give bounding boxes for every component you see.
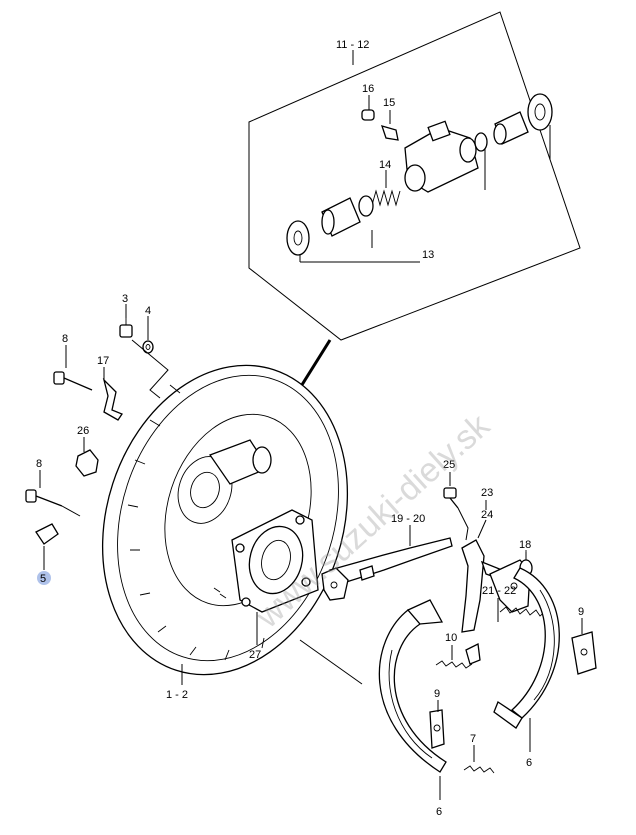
callout-14: 14 xyxy=(379,159,391,171)
bolt-8-lower[interactable] xyxy=(25,489,63,507)
plug-5[interactable] xyxy=(35,523,59,545)
brake-shoe-left[interactable] xyxy=(378,599,447,773)
callout-16: 16 xyxy=(362,83,374,95)
return-spring[interactable] xyxy=(499,606,547,617)
washer-4[interactable] xyxy=(142,340,154,354)
callout-27: 27 xyxy=(249,649,261,661)
wheel-cylinder-box xyxy=(248,11,581,341)
callout-15: 15 xyxy=(383,97,395,109)
bracket-17[interactable] xyxy=(102,377,123,421)
pin-25[interactable] xyxy=(443,487,459,509)
cylinder-boot-right[interactable] xyxy=(474,93,553,152)
cylinder-spring[interactable] xyxy=(371,189,401,207)
callout-5-highlight xyxy=(37,571,51,585)
callout-1-2: 1 - 2 xyxy=(166,689,188,701)
callout-17: 17 xyxy=(97,355,109,367)
callout-5: 5 xyxy=(40,573,46,585)
parking-strut[interactable] xyxy=(321,537,453,601)
callout-23: 23 xyxy=(481,487,493,499)
callout-8-upper: 8 xyxy=(62,333,68,345)
callout-18: 18 xyxy=(519,539,531,551)
cylinder-boot-left[interactable] xyxy=(286,195,374,256)
callout-26: 26 xyxy=(77,425,89,437)
wheel-cylinder-body[interactable] xyxy=(404,120,479,193)
hub-flange[interactable] xyxy=(213,509,319,613)
bleeder-screw[interactable] xyxy=(380,125,399,141)
bleeder-cap[interactable] xyxy=(361,109,375,121)
bolt-8-upper[interactable] xyxy=(53,371,93,391)
callout-13: 13 xyxy=(422,249,434,261)
bolt-3[interactable] xyxy=(119,318,133,338)
spring-7[interactable] xyxy=(463,765,495,774)
callout-7: 7 xyxy=(470,733,476,745)
callout-25: 25 xyxy=(443,459,455,471)
nut-26[interactable] xyxy=(75,449,99,477)
callout-8-lower: 8 xyxy=(36,458,42,470)
callout-10: 10 xyxy=(445,632,457,644)
callout-21-22: 21 - 22 xyxy=(482,585,516,597)
callout-9-right: 9 xyxy=(578,606,584,618)
spring-10[interactable] xyxy=(435,643,481,669)
callout-19-20: 19 - 20 xyxy=(391,513,425,525)
callout-3: 3 xyxy=(122,293,128,305)
callout-24: 24 xyxy=(481,509,493,521)
callout-11-12: 11 - 12 xyxy=(336,39,369,51)
callout-4: 4 xyxy=(145,305,151,317)
callout-9-left: 9 xyxy=(434,688,440,700)
callout-6-left: 6 xyxy=(436,806,442,818)
hold-down-clip-right[interactable] xyxy=(571,631,597,675)
callout-6-right: 6 xyxy=(526,757,532,769)
brake-shoe-right[interactable] xyxy=(493,567,560,729)
